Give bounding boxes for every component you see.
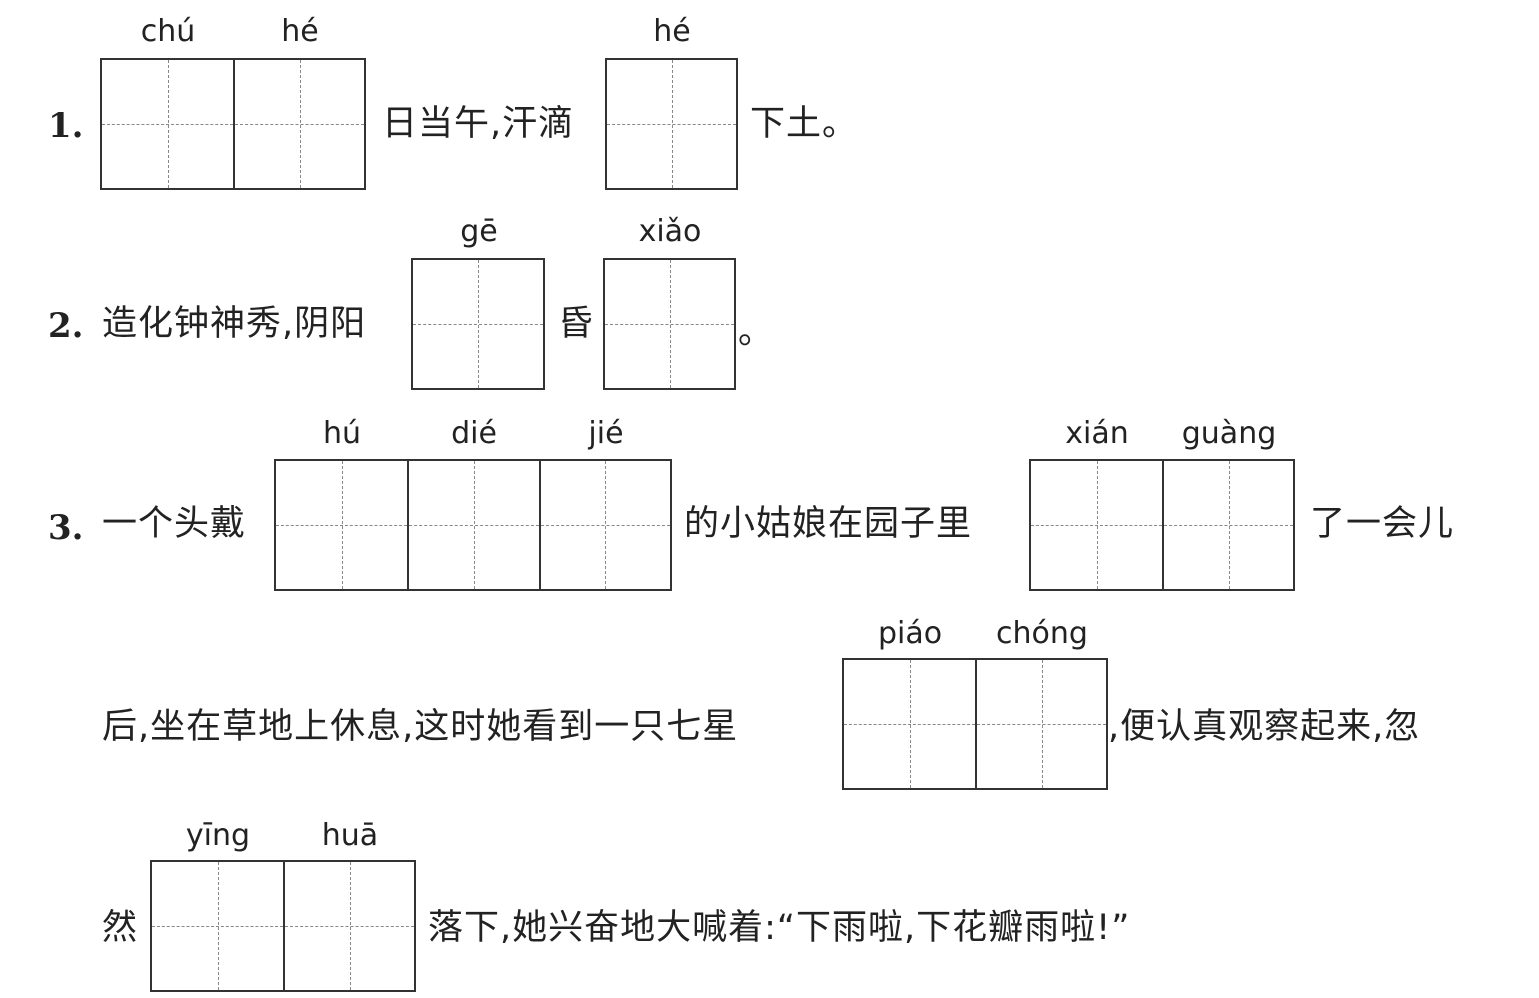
pinyin-label: piáo <box>877 616 943 651</box>
tianzige-cell[interactable] <box>413 260 543 388</box>
character-grid[interactable] <box>274 459 672 591</box>
pinyin-label: guàng <box>1181 416 1277 451</box>
tianzige-cell[interactable] <box>605 260 734 388</box>
tianzige-cell[interactable] <box>975 660 1106 788</box>
question-number: 3. <box>48 508 84 548</box>
tianzige-cell[interactable] <box>607 60 736 188</box>
sentence-text: 然 <box>102 908 139 948</box>
sentence-text: ,便认真观察起来,忽 <box>1108 707 1421 747</box>
pinyin-label: jié <box>588 416 624 451</box>
pinyin-label: hú <box>322 416 362 451</box>
sentence-text: 下土。 <box>750 104 859 144</box>
tianzige-cell[interactable] <box>844 660 975 788</box>
pinyin-label: yīng <box>185 818 251 853</box>
tianzige-cell[interactable] <box>102 60 233 188</box>
character-grid[interactable] <box>100 58 366 190</box>
tianzige-cell[interactable] <box>538 461 671 589</box>
pinyin-label: hé <box>281 14 319 49</box>
character-grid[interactable] <box>605 58 738 190</box>
sentence-text: 了一会儿 <box>1310 504 1455 544</box>
question-number: 1. <box>48 106 84 146</box>
sentence-text: 。 <box>738 312 775 352</box>
pinyin-label: xiǎo <box>638 214 702 249</box>
sentence-text: 日当午,汗滴 <box>382 104 575 144</box>
tianzige-cell[interactable] <box>283 862 414 990</box>
sentence-text: 落下,她兴奋地大喊着:“下雨啦,下花瓣雨啦!” <box>428 908 1131 948</box>
character-grid[interactable] <box>603 258 736 390</box>
sentence-text: 一个头戴 <box>102 504 247 544</box>
character-grid[interactable] <box>411 258 545 390</box>
pinyin-label: xián <box>1065 416 1129 451</box>
sentence-text: 后,坐在草地上休息,这时她看到一只七星 <box>102 707 739 747</box>
tianzige-cell[interactable] <box>1162 461 1293 589</box>
tianzige-cell[interactable] <box>233 60 364 188</box>
pinyin-label: hé <box>653 14 691 49</box>
tianzige-cell[interactable] <box>276 461 408 589</box>
pinyin-label: chú <box>140 14 196 49</box>
character-grid[interactable] <box>150 860 416 992</box>
tianzige-cell[interactable] <box>152 862 283 990</box>
character-grid[interactable] <box>842 658 1108 790</box>
pinyin-label: huā <box>321 818 379 853</box>
tianzige-cell[interactable] <box>407 461 539 589</box>
character-grid[interactable] <box>1029 459 1295 591</box>
pinyin-label: dié <box>451 416 497 451</box>
sentence-text: 造化钟神秀,阴阳 <box>102 304 367 344</box>
tianzige-cell[interactable] <box>1031 461 1162 589</box>
sentence-text: 的小姑娘在园子里 <box>684 504 973 544</box>
question-number: 2. <box>48 306 84 346</box>
pinyin-label: gē <box>460 214 498 249</box>
sentence-text: 昏 <box>558 304 595 344</box>
pinyin-label: chóng <box>996 616 1088 651</box>
